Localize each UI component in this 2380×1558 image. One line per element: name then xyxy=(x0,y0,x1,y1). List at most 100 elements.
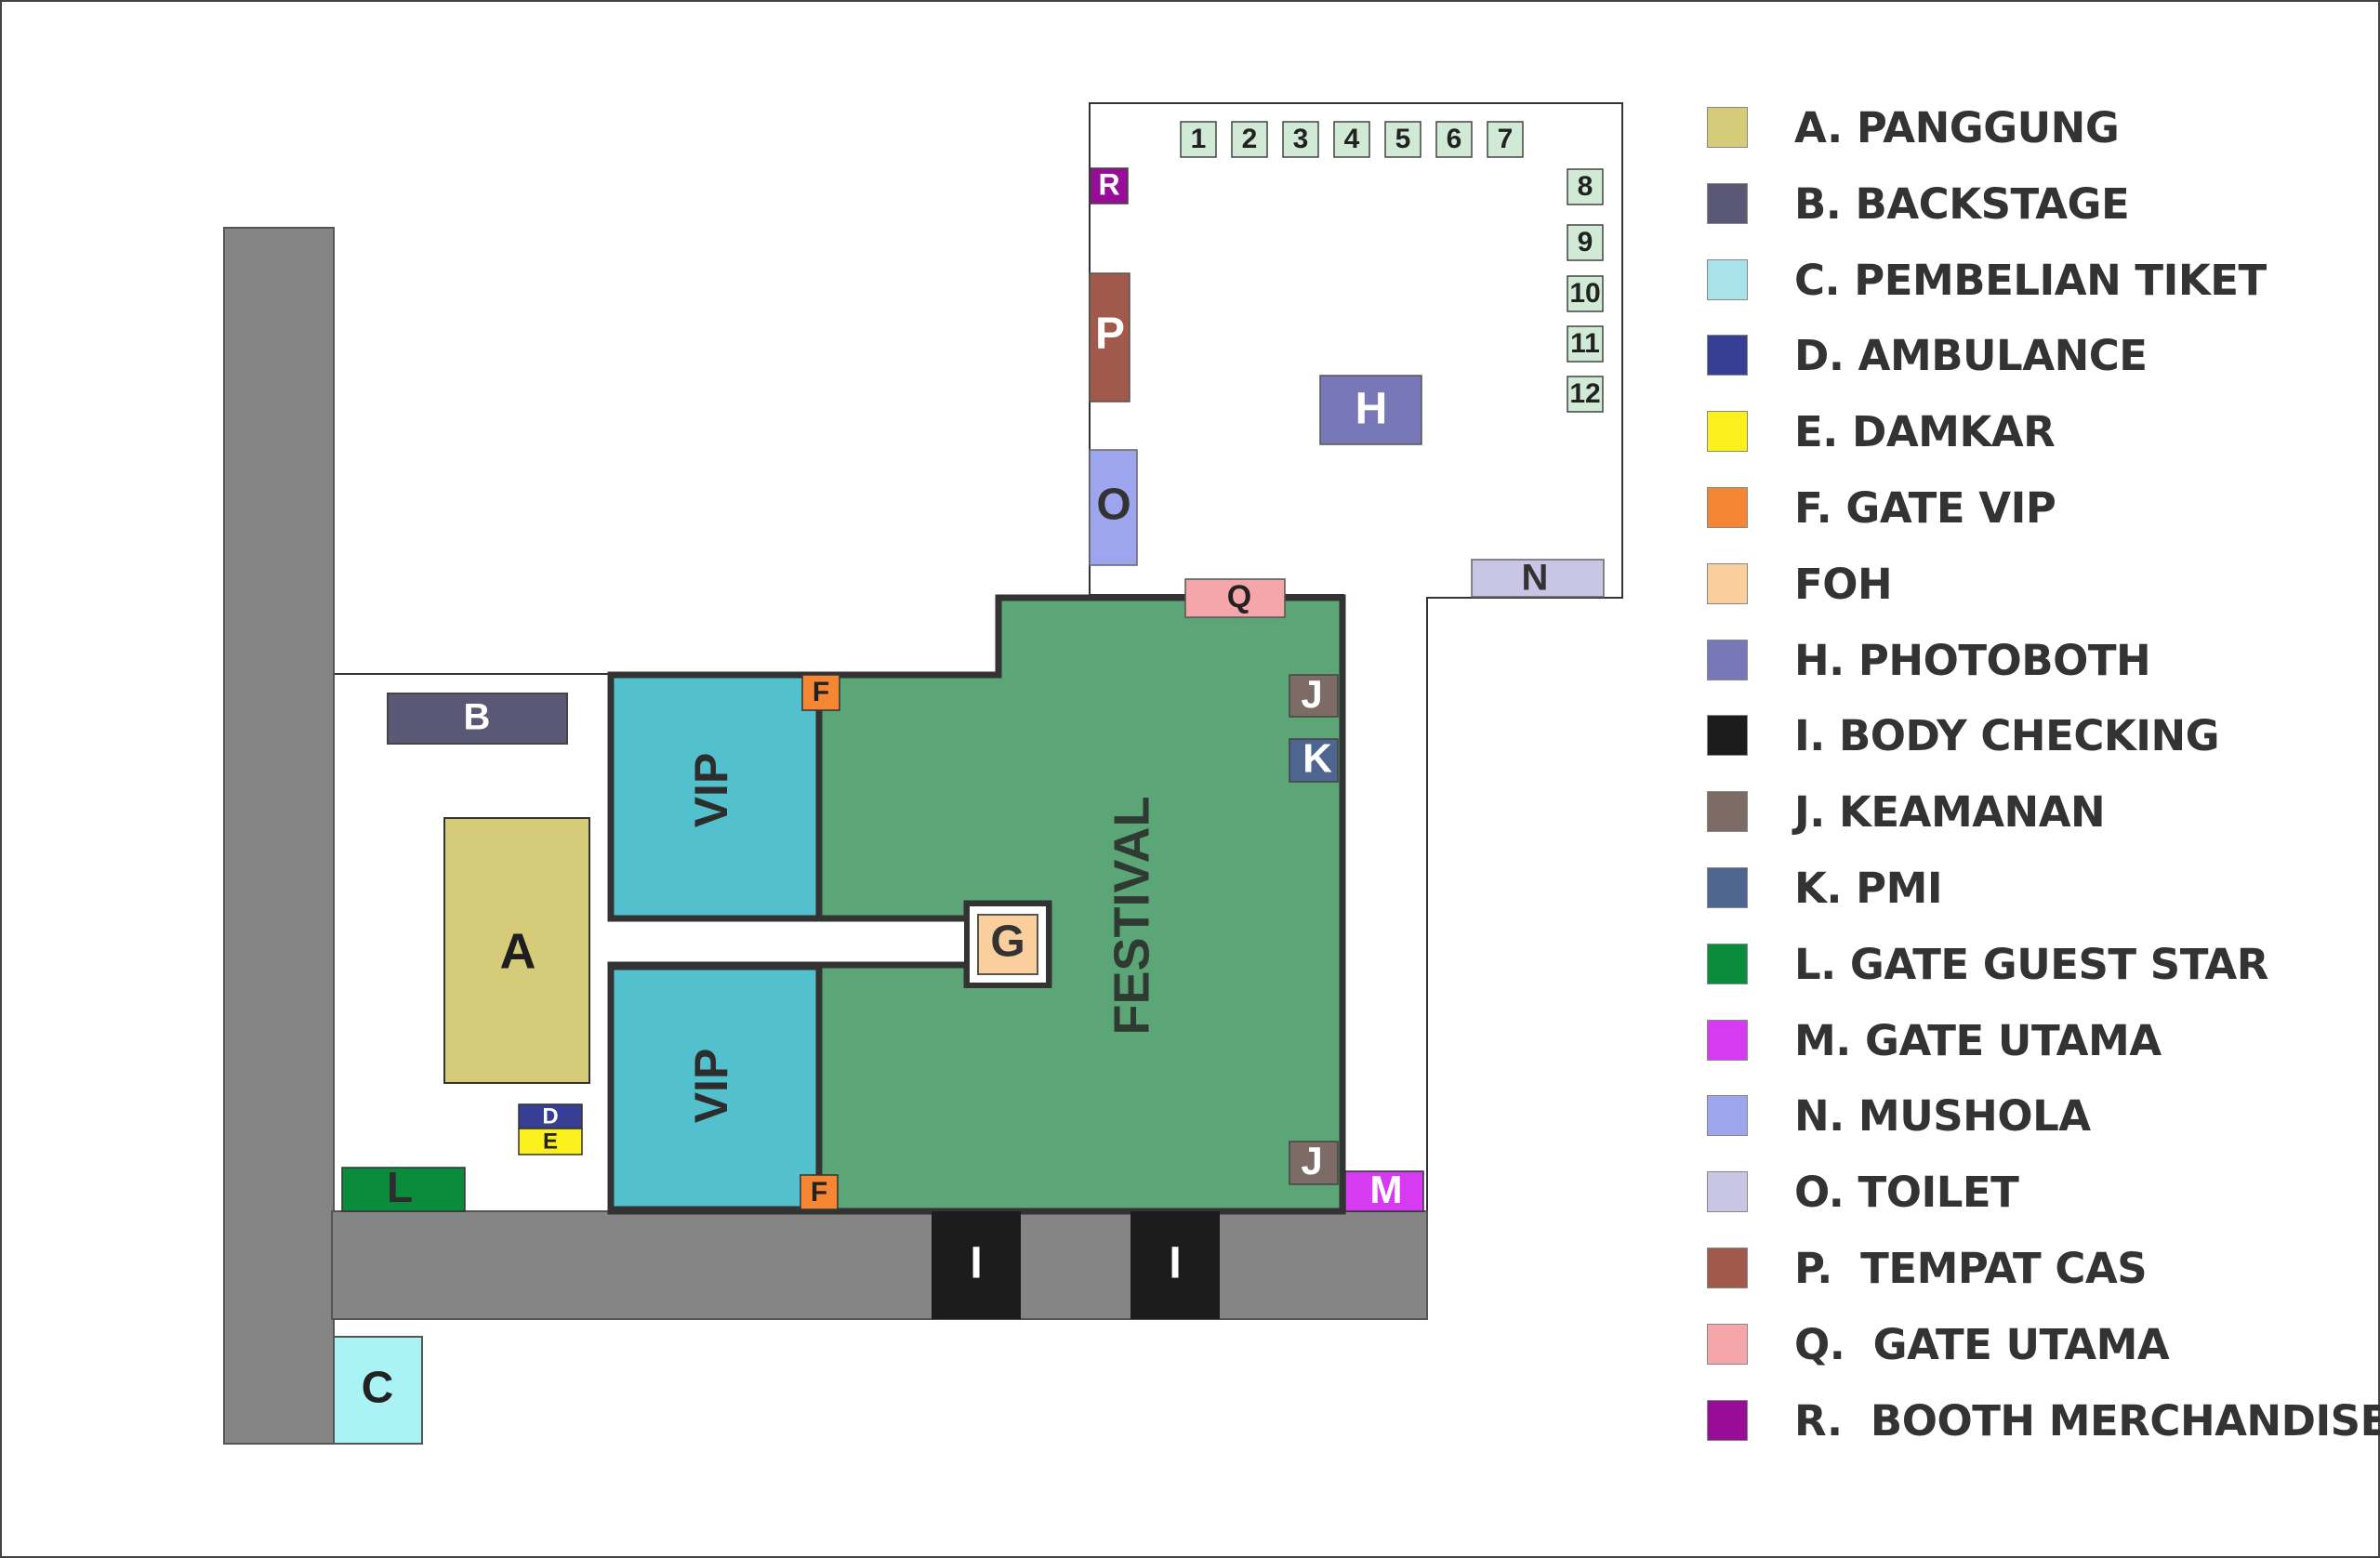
booth-11 xyxy=(1567,325,1604,363)
booth-12-label: 12 xyxy=(1569,378,1600,409)
ticket-label: C xyxy=(362,1364,394,1413)
foh-box xyxy=(977,914,1038,975)
booth-7 xyxy=(1487,121,1524,158)
photobooth-h xyxy=(1319,375,1422,445)
main-gate-m xyxy=(1344,1170,1424,1212)
legend-label: E. DAMKAR xyxy=(1794,406,2056,456)
legend-label: M. GATE UTAMA xyxy=(1794,1015,2162,1065)
booth-5 xyxy=(1384,121,1421,158)
legend-item: F. GATE VIP xyxy=(1707,480,2056,535)
legend-label: H. PHOTOBOTH xyxy=(1794,635,2151,685)
legend-label: R. BOOTH MERCHANDISE xyxy=(1794,1395,2380,1446)
toilet-o xyxy=(1089,449,1138,566)
legend-swatch xyxy=(1707,487,1748,528)
booth-11-label: 11 xyxy=(1570,328,1600,359)
legend-label: B. BACKSTAGE xyxy=(1794,178,2130,229)
legend-label: J. KEAMANAN xyxy=(1794,786,2106,837)
body-check-i-1 xyxy=(932,1211,1021,1319)
legend-label: A. PANGGUNG xyxy=(1794,102,2120,152)
booth-6-label: 6 xyxy=(1447,124,1462,154)
booth-10-label: 10 xyxy=(1569,278,1600,309)
legend-label: K. PMI xyxy=(1794,863,1943,913)
gate-vip-f-bottom-label: F xyxy=(811,1177,827,1208)
vip-zone-top xyxy=(607,671,823,922)
legend-swatch xyxy=(1707,640,1748,680)
legend-item: K. PMI xyxy=(1707,860,1943,916)
booth-4 xyxy=(1333,121,1370,158)
booth-6 xyxy=(1435,121,1473,158)
booth-9 xyxy=(1567,224,1604,261)
merch-r-label: R xyxy=(1098,167,1119,201)
damkar-e xyxy=(518,1128,583,1155)
booth-9-label: 9 xyxy=(1578,227,1593,257)
legend-swatch xyxy=(1707,1248,1748,1288)
vip-label-bottom: VIP xyxy=(685,1049,737,1124)
vip-zone-bottom xyxy=(607,963,823,1213)
body-check-i-1-label: I xyxy=(970,1239,982,1288)
booth-3-label: 3 xyxy=(1293,124,1309,154)
legend-label: O. TOILET xyxy=(1794,1167,2019,1217)
booth-2 xyxy=(1231,121,1268,158)
legend-swatch xyxy=(1707,715,1748,756)
legend-label: P. TEMPAT CAS xyxy=(1794,1243,2148,1293)
merch-r xyxy=(1090,167,1129,205)
legend-label: L. GATE GUEST STAR xyxy=(1794,939,2268,989)
booth-2-label: 2 xyxy=(1242,124,1258,154)
legend-swatch xyxy=(1707,1400,1748,1441)
backstage-label: B xyxy=(464,697,491,738)
booth-row-top: 1 2 3 4 5 6 7 xyxy=(1180,121,1524,158)
legend-swatch xyxy=(1707,944,1748,984)
security-j-bottom-label: J xyxy=(1301,1139,1322,1182)
mushola-n xyxy=(1471,559,1605,598)
legend-label: FOH xyxy=(1794,559,1893,609)
body-check-i-2 xyxy=(1130,1211,1220,1319)
gate-vip-f-bottom xyxy=(800,1174,839,1210)
legend-label: C. PEMBELIAN TIKET xyxy=(1794,255,2267,305)
legend-item: H. PHOTOBOTH xyxy=(1707,632,2151,688)
foh-label: G xyxy=(990,918,1025,967)
damkar-label: E xyxy=(543,1129,558,1154)
festival-label: FESTIVAL xyxy=(1104,796,1159,1035)
main-gate-q xyxy=(1184,578,1286,618)
main-gate-q-label: Q xyxy=(1227,579,1251,614)
gate-vip-f-top xyxy=(801,674,840,711)
security-j-top-label: J xyxy=(1301,672,1322,716)
legend-swatch xyxy=(1707,259,1748,300)
legend-item: Q. GATE UTAMA xyxy=(1707,1316,2170,1372)
legend-swatch xyxy=(1707,563,1748,604)
legend-item: I. BODY CHECKING xyxy=(1707,707,2220,763)
legend-item: N. MUSHOLA xyxy=(1707,1088,2091,1143)
legend-swatch xyxy=(1707,1095,1748,1136)
booth-4-label: 4 xyxy=(1344,124,1360,154)
legend-item: J. KEAMANAN xyxy=(1707,784,2106,839)
booth-5-label: 5 xyxy=(1395,124,1411,154)
legend-item: O. TOILET xyxy=(1707,1164,2019,1220)
legend-item: P. TEMPAT CAS xyxy=(1707,1240,2148,1296)
booth-1 xyxy=(1180,121,1217,158)
main-gate-m-label: M xyxy=(1370,1168,1403,1211)
charging-p-label: P xyxy=(1095,310,1125,359)
booth-12 xyxy=(1567,376,1604,413)
legend-item: D. AMBULANCE xyxy=(1707,327,2148,383)
legend-item: A. PANGGUNG xyxy=(1707,99,2120,155)
legend-item: M. GATE UTAMA xyxy=(1707,1012,2162,1068)
legend-swatch xyxy=(1707,183,1748,224)
booth-3 xyxy=(1282,121,1319,158)
security-j-top xyxy=(1289,674,1339,718)
legend-item: R. BOOTH MERCHANDISE xyxy=(1707,1393,2380,1448)
guest-star-gate-l xyxy=(341,1167,466,1212)
pmi-k-label: K xyxy=(1302,736,1332,782)
booth-1-label: 1 xyxy=(1191,124,1207,154)
ambulance-label: D xyxy=(542,1103,558,1129)
legend-item: FOH xyxy=(1707,556,1893,612)
mushola-n-label: N xyxy=(1522,558,1549,599)
legend-swatch xyxy=(1707,107,1748,148)
stage-label: A xyxy=(500,923,536,979)
booth-7-label: 7 xyxy=(1498,124,1514,154)
legend-label: Q. GATE UTAMA xyxy=(1794,1319,2170,1369)
booth-10 xyxy=(1567,275,1604,312)
legend-label: D. AMBULANCE xyxy=(1794,330,2148,380)
stage-a xyxy=(443,817,590,1084)
pmi-k xyxy=(1289,738,1339,783)
